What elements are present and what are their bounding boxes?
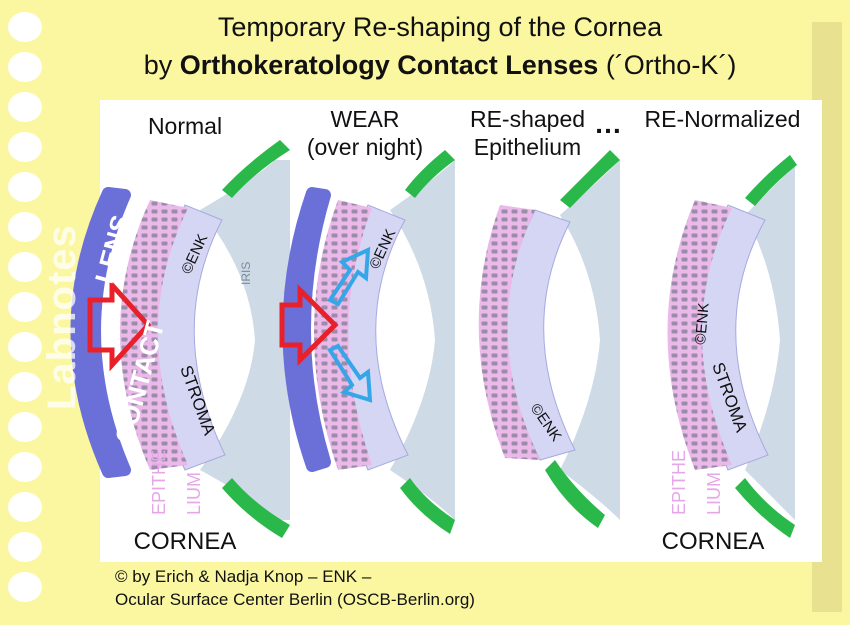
title-suffix: (´Ortho-K´) <box>598 50 737 80</box>
sclera-band <box>400 478 455 534</box>
sclera-band <box>735 478 795 538</box>
credit-line-2: Ocular Surface Center Berlin (OSCB-Berli… <box>115 590 475 609</box>
title-line-2: by Orthokeratology Contact Lenses (´Orth… <box>60 46 820 84</box>
sclera-band <box>405 150 455 198</box>
epithelium-layer <box>478 205 540 460</box>
iris-shape <box>390 160 455 520</box>
panel-separator: … <box>594 108 622 139</box>
binder-hole <box>8 292 42 322</box>
panel-label-reshaped-line2: Epithelium <box>473 134 582 160</box>
epithelium-layer <box>667 200 732 470</box>
binder-hole <box>8 52 42 82</box>
binder-hole <box>8 132 42 162</box>
binder-holes <box>0 0 60 625</box>
label-epithe: EPITHE <box>149 450 169 515</box>
title-prefix: by <box>143 50 180 80</box>
credit-line-1: © by Erich & Nadja Knop – ENK – <box>115 567 372 586</box>
blue-arrow <box>327 246 371 307</box>
binder-hole <box>8 572 42 602</box>
sclera-band <box>545 460 605 528</box>
binder-hole <box>8 532 42 562</box>
label-lium: LIUM <box>184 472 204 515</box>
binder-hole <box>8 492 42 522</box>
panel-wear-graphic <box>279 150 455 534</box>
label-lium: LIUM <box>704 472 724 515</box>
watermark-text: Labnotes <box>40 224 84 410</box>
label-copyright-mark: ©ENK <box>692 302 713 345</box>
title-bold: Orthokeratology Contact Lenses <box>179 50 599 80</box>
panel-reshaped-graphic <box>478 150 620 528</box>
iris-shape <box>200 160 290 520</box>
panel-label-wear-line2: (over night) <box>306 134 424 160</box>
binder-hole <box>8 92 42 122</box>
panel-label-normal: Normal <box>147 113 223 139</box>
iris-shape <box>745 165 795 520</box>
cornea-label-left: CORNEA <box>133 528 237 555</box>
panel-label-reshaped: RE-shaped Epithelium <box>460 105 595 161</box>
red-arrow <box>279 283 339 367</box>
binder-hole <box>8 372 42 402</box>
sclera-band <box>222 140 290 198</box>
epithelium-layer <box>314 200 372 470</box>
contact-lens <box>282 187 331 472</box>
panel-label-wear-line1: WEAR <box>330 106 400 132</box>
blue-arrow <box>327 343 373 403</box>
panel-label-reshaped-line1: RE-shaped <box>469 106 586 132</box>
label-epithe: EPITHE <box>669 450 689 515</box>
cornea-label-right: CORNEA <box>661 528 765 555</box>
sclera-band <box>745 155 797 206</box>
binder-hole <box>8 252 42 282</box>
red-arrow <box>87 278 152 372</box>
binder-hole <box>8 332 42 362</box>
label-iris: IRIS <box>239 262 253 285</box>
sclera-band <box>560 150 620 208</box>
binder-hole <box>8 172 42 202</box>
binder-hole <box>8 452 42 482</box>
panel-renormalized-graphic <box>667 155 797 538</box>
panel-label-wear: WEAR (over night) <box>290 105 440 161</box>
panel-label-renormalized: RE-Normalized <box>644 106 801 132</box>
binder-hole <box>8 12 42 42</box>
title-line-1: Temporary Re-shaping of the Cornea <box>217 12 663 42</box>
sclera-band <box>222 478 290 538</box>
epithelium-layer <box>120 200 188 470</box>
page-title: Temporary Re-shaping of the Cornea by Or… <box>60 8 820 84</box>
panel-normal-graphic <box>70 140 290 538</box>
binder-hole <box>8 212 42 242</box>
contact-lens <box>70 187 131 478</box>
iris-shape <box>560 160 620 520</box>
binder-hole <box>8 412 42 442</box>
